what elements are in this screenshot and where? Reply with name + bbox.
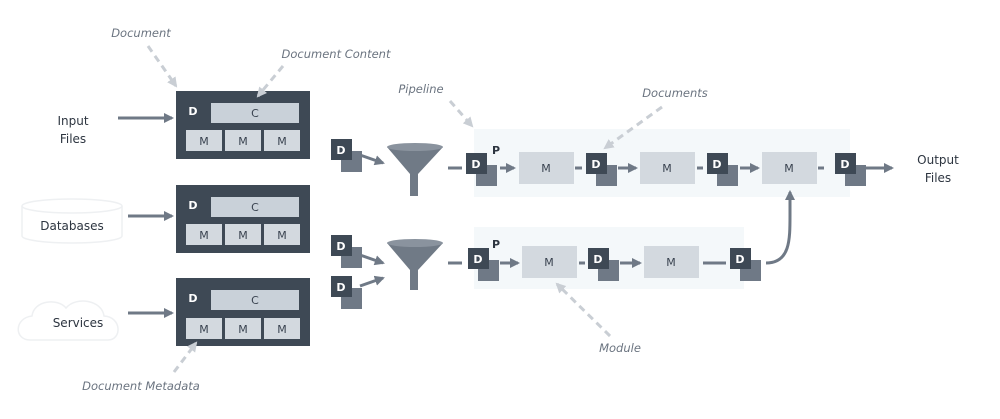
document-icon: D bbox=[331, 235, 362, 268]
module-letter: M bbox=[662, 162, 672, 175]
metadata-box bbox=[225, 130, 261, 151]
metadata-letter: M bbox=[238, 323, 248, 336]
metadata-box bbox=[186, 318, 222, 339]
svg-text:D: D bbox=[336, 281, 345, 294]
services-label: Services bbox=[53, 316, 104, 330]
annotation-document-pointer bbox=[146, 45, 178, 88]
annotation-document-content-pointer bbox=[256, 65, 285, 98]
document-icon: D bbox=[331, 139, 362, 172]
pipeline-1-marker: P bbox=[492, 144, 500, 157]
annotation-pipeline-pointer bbox=[448, 100, 474, 128]
module-box bbox=[762, 152, 817, 184]
document-icon: D bbox=[468, 248, 499, 281]
metadata-letter: M bbox=[199, 135, 209, 148]
metadata-letter: M bbox=[238, 135, 248, 148]
metadata-box bbox=[264, 224, 300, 245]
metadata-letter: M bbox=[238, 229, 248, 242]
annotation-pipeline: Pipeline bbox=[398, 82, 443, 96]
funnel-icon bbox=[387, 143, 443, 196]
module-box bbox=[519, 152, 574, 184]
content-letter: C bbox=[251, 201, 259, 214]
document-card-3: D C M M M bbox=[176, 278, 310, 346]
document-card-2: D C M M M bbox=[176, 185, 310, 253]
services-cloud-icon bbox=[17, 300, 119, 341]
metadata-letter: M bbox=[277, 323, 287, 336]
document-icon: D bbox=[835, 153, 866, 186]
databases-label: Databases bbox=[40, 219, 104, 233]
annotation-document: Document bbox=[111, 26, 171, 40]
content-letter: C bbox=[251, 294, 259, 307]
doc-to-funnel-2-arrow bbox=[359, 253, 385, 266]
document-icon: D bbox=[586, 153, 617, 186]
svg-text:D: D bbox=[591, 158, 600, 171]
svg-text:D: D bbox=[735, 253, 744, 266]
doc-to-funnel-2b-arrow bbox=[359, 275, 385, 288]
annotation-document-metadata-pointer bbox=[172, 341, 198, 373]
input-files-label-line2: Files bbox=[60, 132, 86, 146]
doc-letter: D bbox=[188, 199, 197, 212]
pipeline-2-merge-arrow bbox=[765, 189, 796, 265]
metadata-box bbox=[264, 318, 300, 339]
doc-letter: D bbox=[188, 105, 197, 118]
funnel-icon bbox=[387, 239, 443, 290]
module-box bbox=[644, 246, 699, 278]
document-icon: D bbox=[707, 153, 738, 186]
metadata-letter: M bbox=[199, 229, 209, 242]
module-letter: M bbox=[541, 162, 551, 175]
svg-text:D: D bbox=[336, 144, 345, 157]
pipeline-2-marker: P bbox=[492, 238, 500, 251]
content-letter: C bbox=[251, 107, 259, 120]
svg-text:D: D bbox=[593, 253, 602, 266]
document-icon: D bbox=[331, 276, 362, 309]
svg-text:D: D bbox=[336, 240, 345, 253]
annotation-module: Module bbox=[599, 341, 641, 355]
doc-to-funnel-1-arrow bbox=[359, 153, 385, 166]
content-box bbox=[211, 290, 299, 310]
document-icon: D bbox=[730, 248, 761, 281]
module-letter: M bbox=[544, 256, 554, 269]
annotation-module-pointer bbox=[555, 282, 612, 338]
databases-cylinder-icon bbox=[21, 198, 123, 244]
metadata-box bbox=[225, 318, 261, 339]
document-icon: D bbox=[588, 248, 619, 281]
input-files-label-line1: Input bbox=[57, 114, 88, 128]
module-letter: M bbox=[666, 256, 676, 269]
metadata-letter: M bbox=[277, 135, 287, 148]
svg-text:D: D bbox=[712, 158, 721, 171]
metadata-letter: M bbox=[277, 229, 287, 242]
module-letter: M bbox=[784, 162, 794, 175]
metadata-letter: M bbox=[199, 323, 209, 336]
svg-text:D: D bbox=[471, 158, 480, 171]
output-files-label-line1: Output bbox=[917, 153, 959, 167]
metadata-box bbox=[225, 224, 261, 245]
module-box bbox=[522, 246, 577, 278]
document-card-1: D C M M M bbox=[176, 91, 310, 159]
document-icon: D bbox=[466, 153, 497, 186]
metadata-box bbox=[186, 130, 222, 151]
annotation-documents: Documents bbox=[642, 86, 708, 100]
doc-letter: D bbox=[188, 292, 197, 305]
svg-text:D: D bbox=[473, 253, 482, 266]
annotation-document-metadata: Document Metadata bbox=[82, 379, 200, 393]
metadata-box bbox=[186, 224, 222, 245]
content-box bbox=[211, 103, 299, 123]
metadata-box bbox=[264, 130, 300, 151]
output-files-label-line2: Files bbox=[925, 171, 951, 185]
annotation-document-content: Document Content bbox=[282, 47, 391, 61]
content-box bbox=[211, 197, 299, 217]
module-box bbox=[640, 152, 695, 184]
svg-text:D: D bbox=[840, 158, 849, 171]
